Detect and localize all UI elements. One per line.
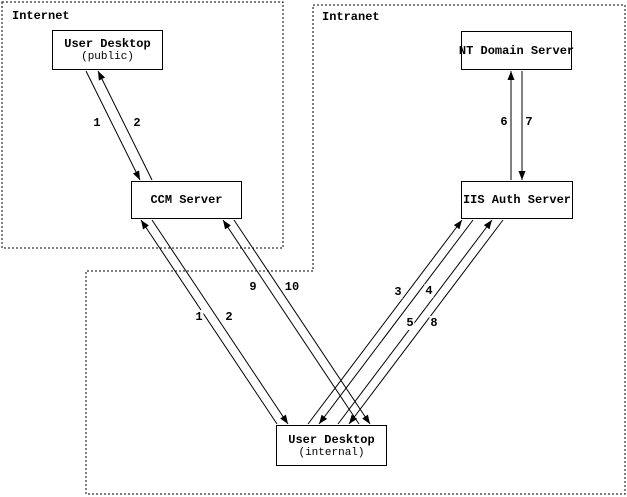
edge-label: 9 — [248, 280, 258, 294]
edge-label: 6 — [499, 115, 509, 129]
node-title: User Desktop — [288, 432, 375, 447]
node-title: NT Domain Server — [458, 43, 575, 58]
node-title: IIS Auth Server — [462, 193, 572, 207]
node-title: User Desktop — [64, 37, 151, 51]
region-label-internet: Internet — [12, 9, 70, 23]
edge-label: 3 — [393, 285, 403, 299]
edge-label: 2 — [132, 116, 142, 130]
edge-label: 5 — [405, 316, 415, 330]
edge-label: 1 — [92, 116, 102, 130]
node-title: CCM Server — [150, 193, 223, 207]
region-label-intranet: Intranet — [322, 10, 380, 24]
node-iis-auth-server: IIS Auth Server — [461, 181, 573, 219]
node-user-desktop-public: User Desktop (public) — [52, 30, 163, 70]
node-subtitle: (internal) — [298, 446, 365, 459]
edge-label: 1 — [194, 310, 204, 324]
node-ccm-server: CCM Server — [131, 181, 242, 219]
edge-label: 4 — [424, 284, 434, 298]
node-subtitle: (public) — [81, 51, 134, 63]
edge-label: 2 — [224, 310, 234, 324]
node-user-desktop-internal: User Desktop (internal) — [276, 425, 387, 466]
node-nt-domain-server: NT Domain Server — [458, 31, 575, 70]
edge-label: 10 — [283, 280, 301, 294]
edge-label: 8 — [429, 316, 439, 330]
edge-label: 7 — [524, 115, 534, 129]
